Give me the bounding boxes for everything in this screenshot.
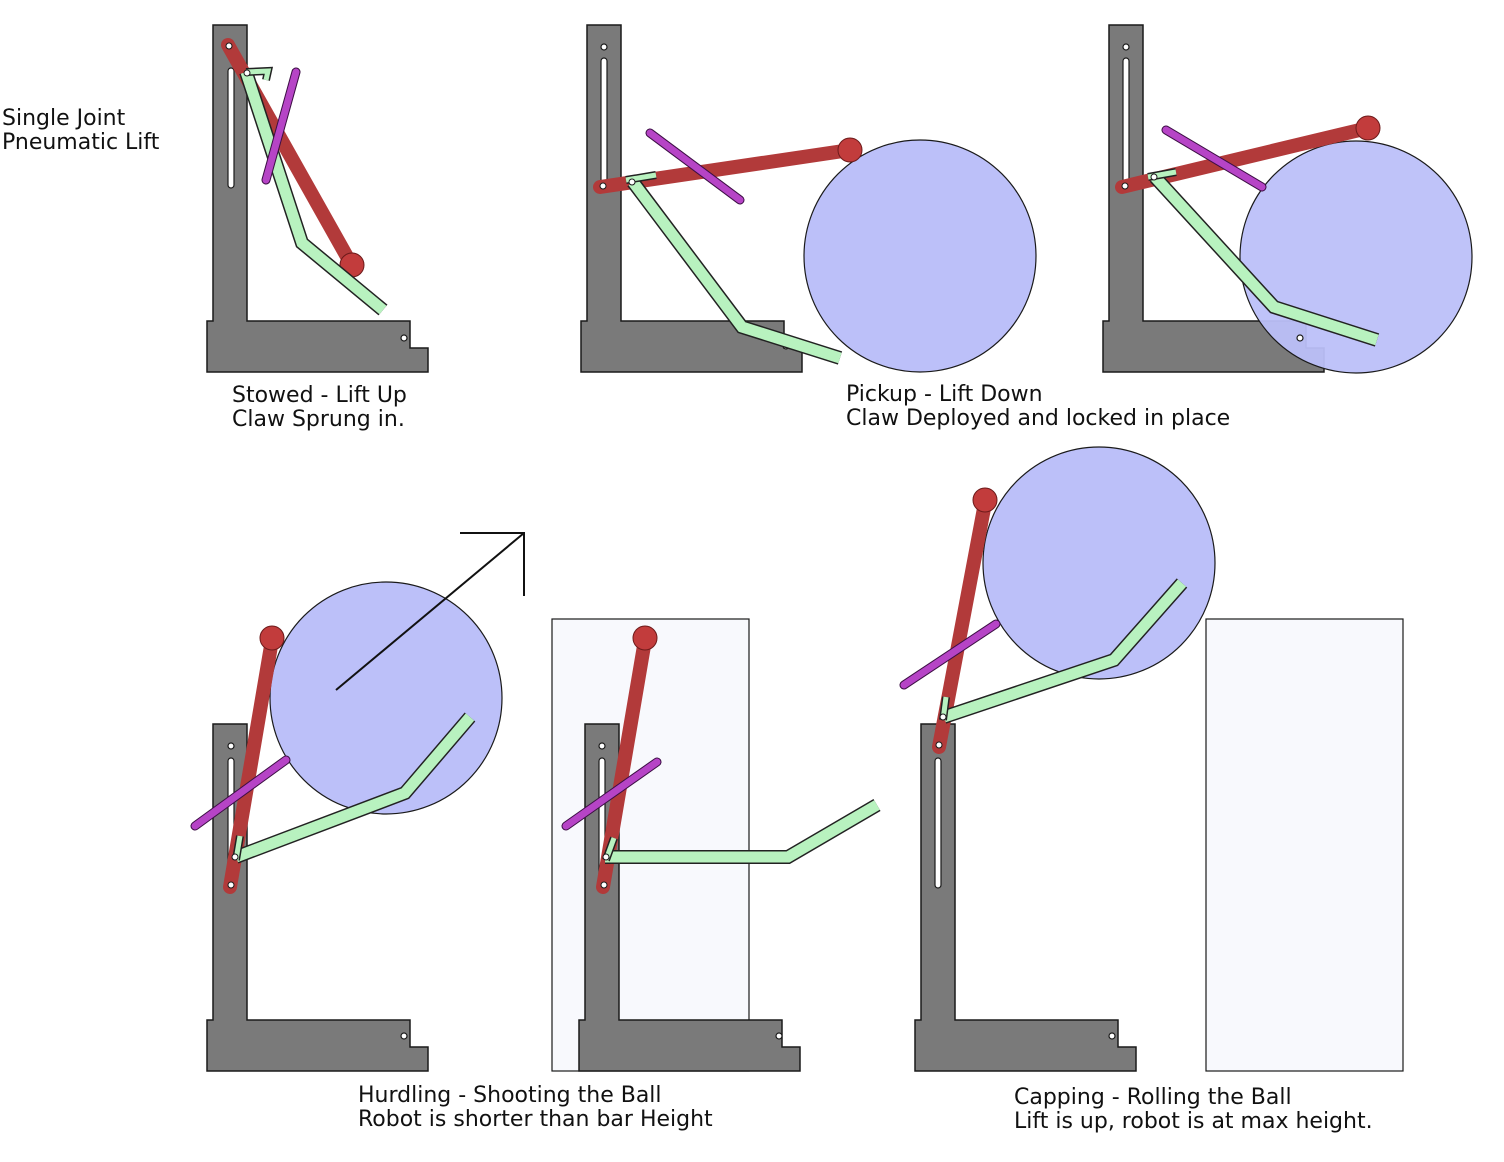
cap-bar — [1205, 618, 1404, 1072]
pivot-pin — [935, 741, 943, 749]
frame-slot — [227, 67, 235, 189]
lift-arm-knob — [972, 487, 998, 513]
frame-slot — [934, 757, 942, 889]
hurdling-caption-line1: Hurdling - Shooting the Ball — [358, 1083, 662, 1108]
frame-hole — [227, 742, 235, 750]
pivot-pin — [225, 42, 233, 50]
lift-arm-knob — [837, 137, 863, 163]
hurdling-panel-a — [190, 532, 525, 1072]
frame-slot — [600, 57, 608, 189]
capping-panel — [899, 446, 1404, 1072]
ball — [982, 446, 1216, 680]
lift-arm-knob — [259, 625, 285, 651]
pivot-pin — [243, 69, 251, 77]
pickup-caption-line1: Pickup - Lift Down — [846, 382, 1043, 407]
frame-slot — [1122, 57, 1130, 189]
frame-hole — [775, 1032, 783, 1040]
pivot-pin — [231, 853, 239, 861]
pickup-panel-a — [580, 24, 1037, 373]
pivot-pin — [602, 853, 610, 861]
ball — [803, 139, 1037, 373]
ball — [269, 581, 503, 815]
pivot-pin — [939, 713, 947, 721]
hurdle-bar — [551, 618, 750, 1072]
frame-hole — [598, 742, 606, 750]
frame-hole — [1108, 1032, 1116, 1040]
capping-caption-line2: Lift is up, robot is at max height. — [1014, 1109, 1373, 1134]
claw — [239, 66, 388, 316]
frame-hole — [600, 43, 608, 51]
robot-frame — [914, 723, 1137, 1072]
pivot-pin — [1150, 173, 1158, 181]
lift-arm-knob — [1355, 115, 1381, 141]
claw — [232, 712, 476, 864]
pickup-panel-b — [1102, 24, 1473, 374]
hurdling-panel-b — [551, 618, 881, 1072]
pivot-pin — [628, 178, 636, 186]
pickup-caption-line2: Claw Deployed and locked in place — [846, 406, 1230, 431]
frame-hole — [400, 334, 408, 342]
pivot-pin — [600, 881, 608, 889]
lift-arm-knob — [632, 625, 658, 651]
stowed-caption-line1: Stowed - Lift Up — [232, 383, 407, 408]
pivot-pin — [599, 182, 607, 190]
capping-caption-line1: Capping - Rolling the Ball — [1014, 1085, 1292, 1110]
frame-hole — [400, 1032, 408, 1040]
hurdling-caption-line2: Robot is shorter than bar Height — [358, 1107, 713, 1132]
frame-hole — [1122, 43, 1130, 51]
robot-frame — [580, 24, 803, 373]
diagram-title-line1: Single Joint — [2, 106, 126, 131]
diagram-title-line2: Pneumatic Lift — [2, 130, 160, 155]
frame-hole — [1296, 334, 1304, 342]
stowed-caption-line2: Claw Sprung in. — [232, 407, 405, 432]
shooting-direction-arrow — [335, 532, 525, 691]
pivot-pin — [1121, 182, 1129, 190]
pivot-pin — [227, 881, 235, 889]
stowed-panel — [206, 24, 429, 373]
